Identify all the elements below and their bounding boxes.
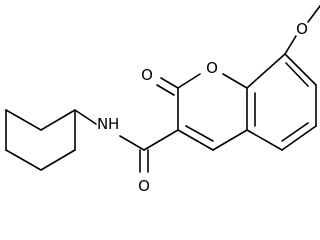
- bond-c4-c4a: [212, 129, 248, 151]
- bond-cyclohexyl-2: [5, 109, 42, 131]
- bond-c8-c7-inner: [285, 62, 309, 87]
- bond-c8a-ring-oxygen: [222, 73, 248, 89]
- atom-amide-oxygen: O: [138, 177, 150, 195]
- bond-c8-c7: [284, 53, 317, 86]
- bond-methoxy-oxygen-to-c8: [284, 35, 297, 55]
- bond-c3-c4-inner: [185, 125, 214, 142]
- bond-c6-c5-inner: [281, 122, 309, 142]
- atom-amide-hydrogen: H: [108, 115, 119, 133]
- bond-cyclohexyl-4: [5, 149, 42, 171]
- atom-amide-nitrogen: N: [97, 115, 108, 133]
- atom-ring-oxygen: O: [206, 59, 218, 77]
- bond-nitrogen-cyclohexyl: [74, 109, 97, 125]
- bond-ring-oxygen-c2: [177, 73, 201, 89]
- bond-cyclohexyl-1: [40, 109, 76, 131]
- bond-c2-carbonyl-oxygen-1: [160, 77, 179, 89]
- bond-cyclohexyl-5: [40, 149, 76, 171]
- bond-c8a-c8: [246, 53, 286, 89]
- bond-c2-carbonyl-oxygen-2: [156, 84, 175, 96]
- bond-c3-amide-carbon: [143, 129, 179, 151]
- bond-c5-c4a: [246, 129, 283, 151]
- chemical-structure-diagram: O O O N H O: [5, 4, 320, 195]
- bond-c3-c4: [177, 129, 214, 151]
- bond-methyl-to-methoxy-oxygen: [307, 4, 320, 23]
- atom-carbonyl-oxygen: O: [141, 66, 153, 84]
- bond-amide-carbon-nitrogen: [119, 135, 145, 151]
- atom-methoxy-oxygen: O: [296, 20, 308, 38]
- bond-c6-c5: [281, 125, 317, 151]
